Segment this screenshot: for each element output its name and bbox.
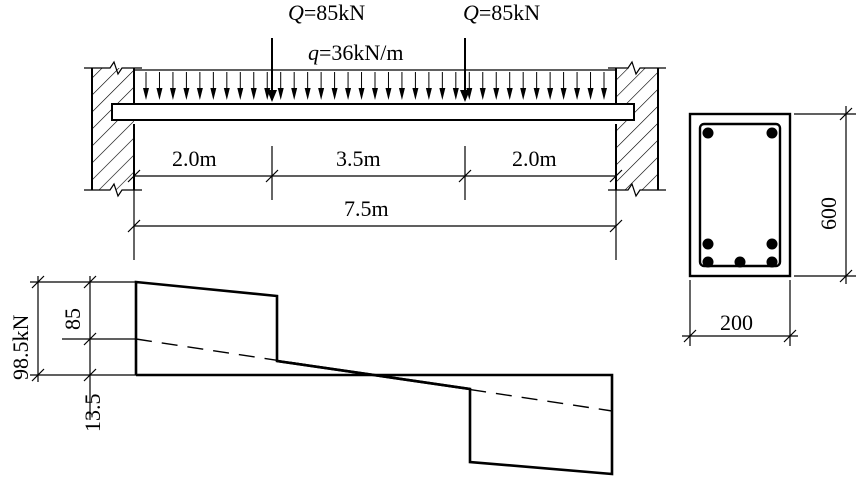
shear-small-label: 13.5 [80,394,105,433]
udl-arrowhead [237,88,244,100]
dimension-lines [127,146,623,260]
dim-total-span: 7.5m [344,196,389,221]
distributed-load-label: q=36kN/m [308,40,404,65]
shear-diagram: 98.5kN 85 13.5 [8,275,614,476]
udl-arrowhead [250,88,257,100]
udl-arrowhead [331,88,338,100]
udl-arrowhead [318,88,325,100]
udl-arrowhead [547,88,554,100]
point-load-right-arrow [460,38,470,102]
shear-udl-dashed-line [135,338,613,412]
udl-arrowhead [425,88,432,100]
udl-arrowhead [520,88,527,100]
point-load-left-label: Q=85kN [288,0,365,25]
udl-arrowhead [560,88,567,100]
shear-step-label: 85 [60,308,85,330]
udl-arrowhead [291,88,298,100]
udl-arrowhead [587,88,594,100]
udl-arrowhead [372,88,378,100]
udl-arrowhead [412,88,419,100]
udl-arrowhead [196,88,203,100]
udl-arrowhead [345,88,352,100]
udl-arrowhead [277,88,284,100]
beam [111,103,635,121]
udl-arrowhead [358,88,365,100]
udl-arrowhead [452,88,459,100]
udl-arrowhead [398,88,405,100]
udl-arrowhead [304,88,311,100]
udl-arrowhead [210,88,217,100]
udl-arrowhead [506,88,513,100]
beam-elevation: Q=85kN Q=85kN q=36kN/m 2.0m 3.5m 2.0m 7.… [84,0,666,260]
rebar-dots [702,127,778,268]
udl-arrowhead [143,88,149,100]
point-load-right-label: Q=85kN [463,0,540,25]
dim-right-segment: 2.0m [512,146,557,171]
udl-arrowhead [601,88,607,100]
dim-left-segment: 2.0m [172,146,217,171]
cross-section: 600 200 [682,106,856,346]
udl-arrowhead [479,88,486,100]
udl-arrowhead [169,88,176,100]
section-outline [688,112,792,278]
section-width-label: 200 [720,310,753,335]
dim-middle-segment: 3.5m [336,146,381,171]
shear-max-label: 98.5kN [8,315,33,381]
distributed-load-arrows [143,72,607,100]
udl-arrowhead [493,88,500,100]
section-height-label: 600 [816,197,841,230]
udl-arrowhead [156,88,163,100]
udl-arrowhead [439,88,446,100]
udl-arrowhead [574,88,581,100]
udl-arrowhead [385,88,392,100]
udl-arrowhead [533,88,540,100]
shear-outline [134,280,614,476]
udl-arrowhead [223,88,230,100]
point-load-left-arrow [267,38,277,102]
udl-arrowhead [183,88,190,100]
